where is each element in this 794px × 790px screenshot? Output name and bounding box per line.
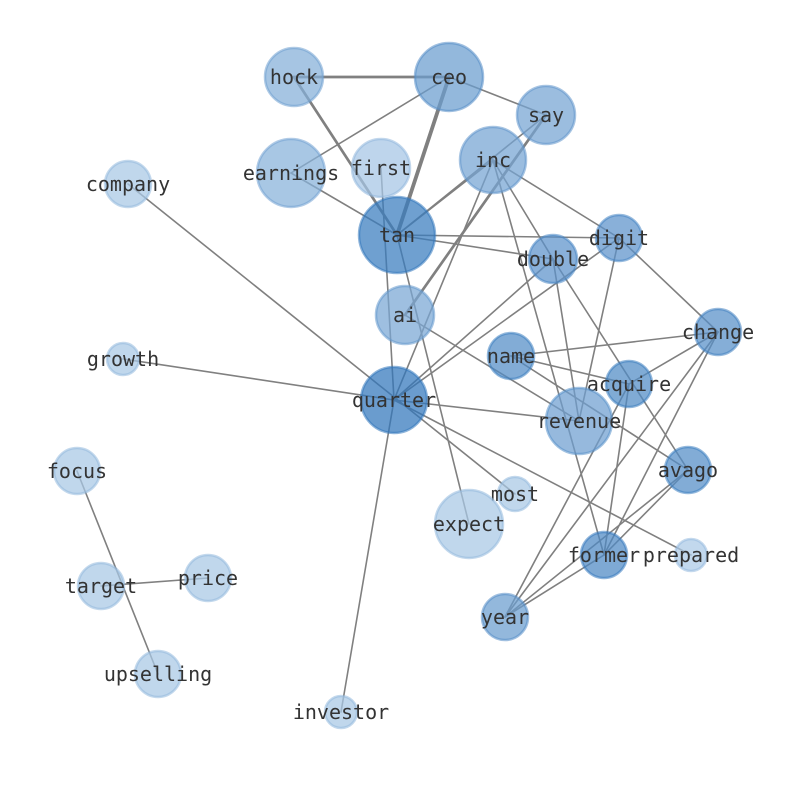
node-label-name: name — [487, 344, 535, 368]
node-label-inc: inc — [475, 148, 511, 172]
node-circle-ai — [374, 284, 436, 346]
node-circle-acquire — [604, 359, 654, 409]
node-circle-investor — [323, 694, 359, 730]
node-label-hock: hock — [270, 65, 318, 89]
node-label-revenue: revenue — [537, 409, 621, 433]
node-label-growth: growth — [87, 347, 159, 371]
node-label-year: year — [481, 605, 529, 629]
edge-quarter-prepared — [393, 399, 692, 556]
node-investor: investor — [293, 694, 389, 730]
node-circle-earnings — [255, 137, 327, 209]
node-company: company — [86, 159, 170, 209]
node-name: name — [486, 331, 536, 381]
node-change: change — [682, 307, 754, 357]
node-hock: hock — [263, 46, 325, 108]
node-circle-ceo — [413, 41, 485, 113]
node-circle-upselling — [133, 649, 183, 699]
node-circle-expect — [433, 488, 505, 560]
node-label-tan: tan — [379, 223, 415, 247]
node-label-prepared: prepared — [643, 543, 739, 567]
node-label-most: most — [491, 482, 539, 506]
node-label-investor: investor — [293, 700, 389, 724]
node-year: year — [480, 592, 530, 642]
node-circle-name — [486, 331, 536, 381]
node-circle-quarter — [359, 365, 429, 435]
node-expect: expect — [433, 488, 505, 560]
node-digit: digit — [589, 213, 649, 263]
node-circle-inc — [458, 125, 528, 195]
node-circle-year — [480, 592, 530, 642]
node-circle-change — [693, 307, 743, 357]
node-label-digit: digit — [589, 226, 649, 250]
node-circle-focus — [52, 446, 102, 496]
node-say: say — [515, 84, 577, 146]
node-label-price: price — [178, 566, 238, 590]
node-label-change: change — [682, 320, 754, 344]
node-growth: growth — [87, 341, 159, 377]
node-label-company: company — [86, 172, 170, 196]
node-acquire: acquire — [587, 359, 671, 409]
node-label-former: former — [568, 543, 640, 567]
node-label-target: target — [65, 574, 137, 598]
node-focus: focus — [47, 446, 107, 496]
node-circle-avago — [663, 445, 713, 495]
edge-name-change — [510, 331, 719, 357]
edge-digit-quarter — [393, 237, 620, 401]
node-circle-double — [527, 233, 579, 285]
node-circle-revenue — [544, 386, 614, 456]
edge-growth-quarter — [122, 358, 395, 401]
node-first: first — [350, 137, 412, 199]
node-label-say: say — [528, 103, 564, 127]
node-inc: inc — [458, 125, 528, 195]
node-most: most — [491, 475, 539, 513]
node-former: former — [568, 530, 640, 580]
edge-company-most — [127, 183, 516, 495]
node-revenue: revenue — [537, 386, 621, 456]
node-upselling: upselling — [104, 649, 212, 699]
node-label-quarter: quarter — [352, 388, 436, 412]
node-ceo: ceo — [413, 41, 485, 113]
node-quarter: quarter — [352, 365, 436, 435]
edge-change-year — [504, 331, 719, 618]
nodes-layer: hock ceo say first inc earnings company tan digi… — [47, 41, 754, 730]
edge-double-quarter — [393, 258, 554, 401]
node-circle-digit — [594, 213, 644, 263]
node-circle-hock — [263, 46, 325, 108]
edge-tan-expect — [396, 234, 470, 525]
node-avago: avago — [658, 445, 718, 495]
node-circle-former — [579, 530, 629, 580]
node-label-acquire: acquire — [587, 372, 671, 396]
node-label-avago: avago — [658, 458, 718, 482]
node-label-ai: ai — [393, 303, 417, 327]
node-circle-prepared — [673, 537, 709, 573]
node-circle-target — [76, 561, 126, 611]
node-circle-growth — [105, 341, 141, 377]
node-label-upselling: upselling — [104, 662, 212, 686]
edge-change-former — [603, 331, 719, 556]
edge-inc-quarter — [393, 159, 494, 401]
edge-inc-former — [492, 159, 605, 556]
edge-acquire-former — [603, 383, 630, 556]
node-circle-most — [496, 475, 534, 513]
node-label-double: double — [517, 247, 589, 271]
node-double: double — [517, 233, 589, 285]
node-circle-tan — [357, 195, 437, 275]
node-circle-first — [350, 137, 412, 199]
node-circle-company — [103, 159, 153, 209]
node-earnings: earnings — [243, 137, 339, 209]
node-label-earnings: earnings — [243, 161, 339, 185]
node-target: target — [65, 561, 137, 611]
node-prepared: prepared — [643, 537, 739, 573]
node-circle-price — [183, 553, 233, 603]
node-label-first: first — [351, 156, 411, 180]
node-label-ceo: ceo — [431, 65, 467, 89]
edge-quarter-investor — [340, 399, 395, 713]
node-label-expect: expect — [433, 512, 505, 536]
node-ai: ai — [374, 284, 436, 346]
node-label-focus: focus — [47, 459, 107, 483]
node-tan: tan — [357, 195, 437, 275]
node-circle-say — [515, 84, 577, 146]
node-price: price — [178, 553, 238, 603]
